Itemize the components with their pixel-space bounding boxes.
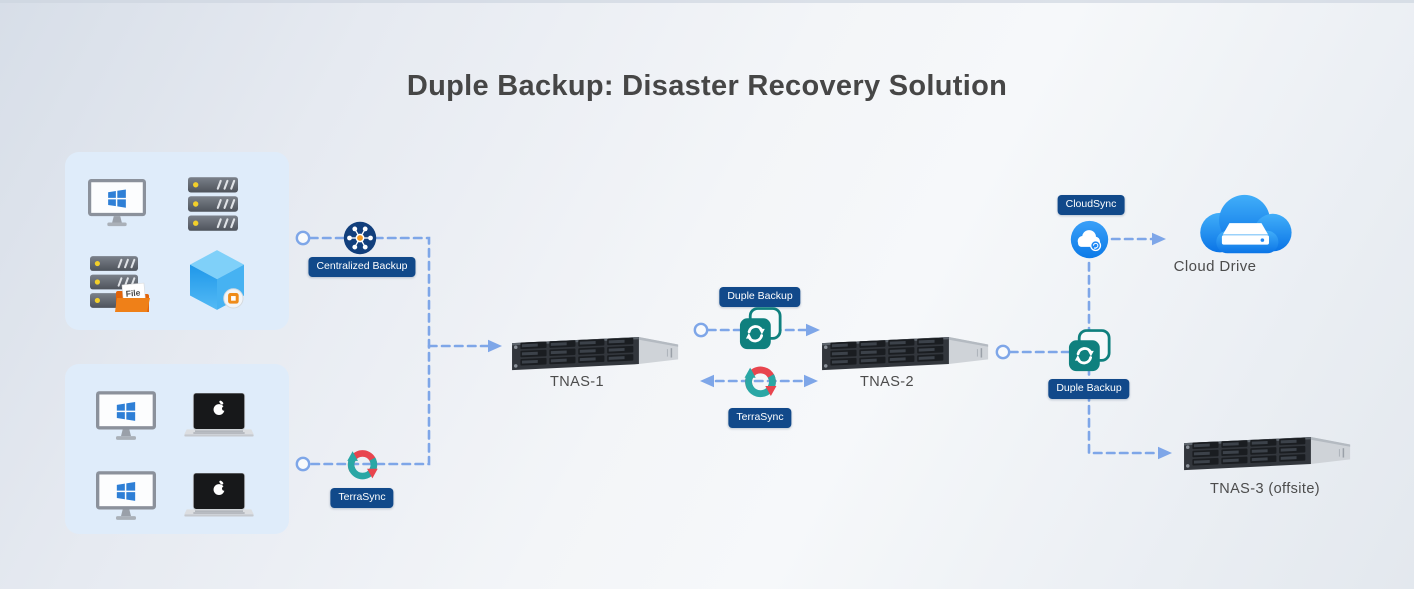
tnas3-rack-icon (1184, 437, 1352, 471)
centralized-backup-hub-icon (343, 221, 377, 255)
cloudsync-badge: CloudSync (1057, 195, 1125, 215)
file-server-icon: File (90, 256, 152, 318)
tnas1-label: TNAS-1 (550, 374, 604, 390)
duple-backup-badge: Duple Backup (719, 287, 801, 307)
virtual-machine-cube-icon (190, 250, 244, 312)
tnas1-rack-icon (512, 337, 680, 371)
file-tag-label: File (125, 287, 141, 298)
macbook-icon (184, 393, 254, 441)
terrasync-badge: TerraSync (728, 408, 792, 428)
terrasync-sync-ring-icon (345, 442, 380, 484)
cloudsync-cloud-icon (1070, 220, 1109, 259)
windows-pc-icon (88, 179, 146, 229)
page-title: Duple Backup: Disaster Recovery Solution (406, 70, 1008, 102)
duple-backup-icon (1068, 329, 1111, 374)
cloud-drive-label: Cloud Drive (1173, 258, 1257, 275)
top-border-strip (0, 0, 1414, 3)
rack-server-icon (188, 177, 238, 231)
tnas2-rack-icon (822, 337, 990, 371)
centralized-backup-badge: Centralized Backup (308, 257, 416, 277)
terrasync-sync-ring-icon (742, 358, 779, 402)
connector-cloudsync-clouddrive (1110, 232, 1166, 246)
cloud-drive-icon (1188, 191, 1301, 261)
tnas3-label: TNAS-3 (offsite) (1209, 481, 1321, 497)
terrasync-badge: TerraSync (330, 488, 394, 508)
duple-backup-icon (739, 307, 782, 352)
windows-pc-icon (96, 391, 156, 443)
windows-pc-icon (96, 471, 156, 523)
duple-backup-badge: Duple Backup (1048, 379, 1130, 399)
macbook-icon (184, 473, 254, 521)
tnas2-label: TNAS-2 (860, 374, 914, 390)
